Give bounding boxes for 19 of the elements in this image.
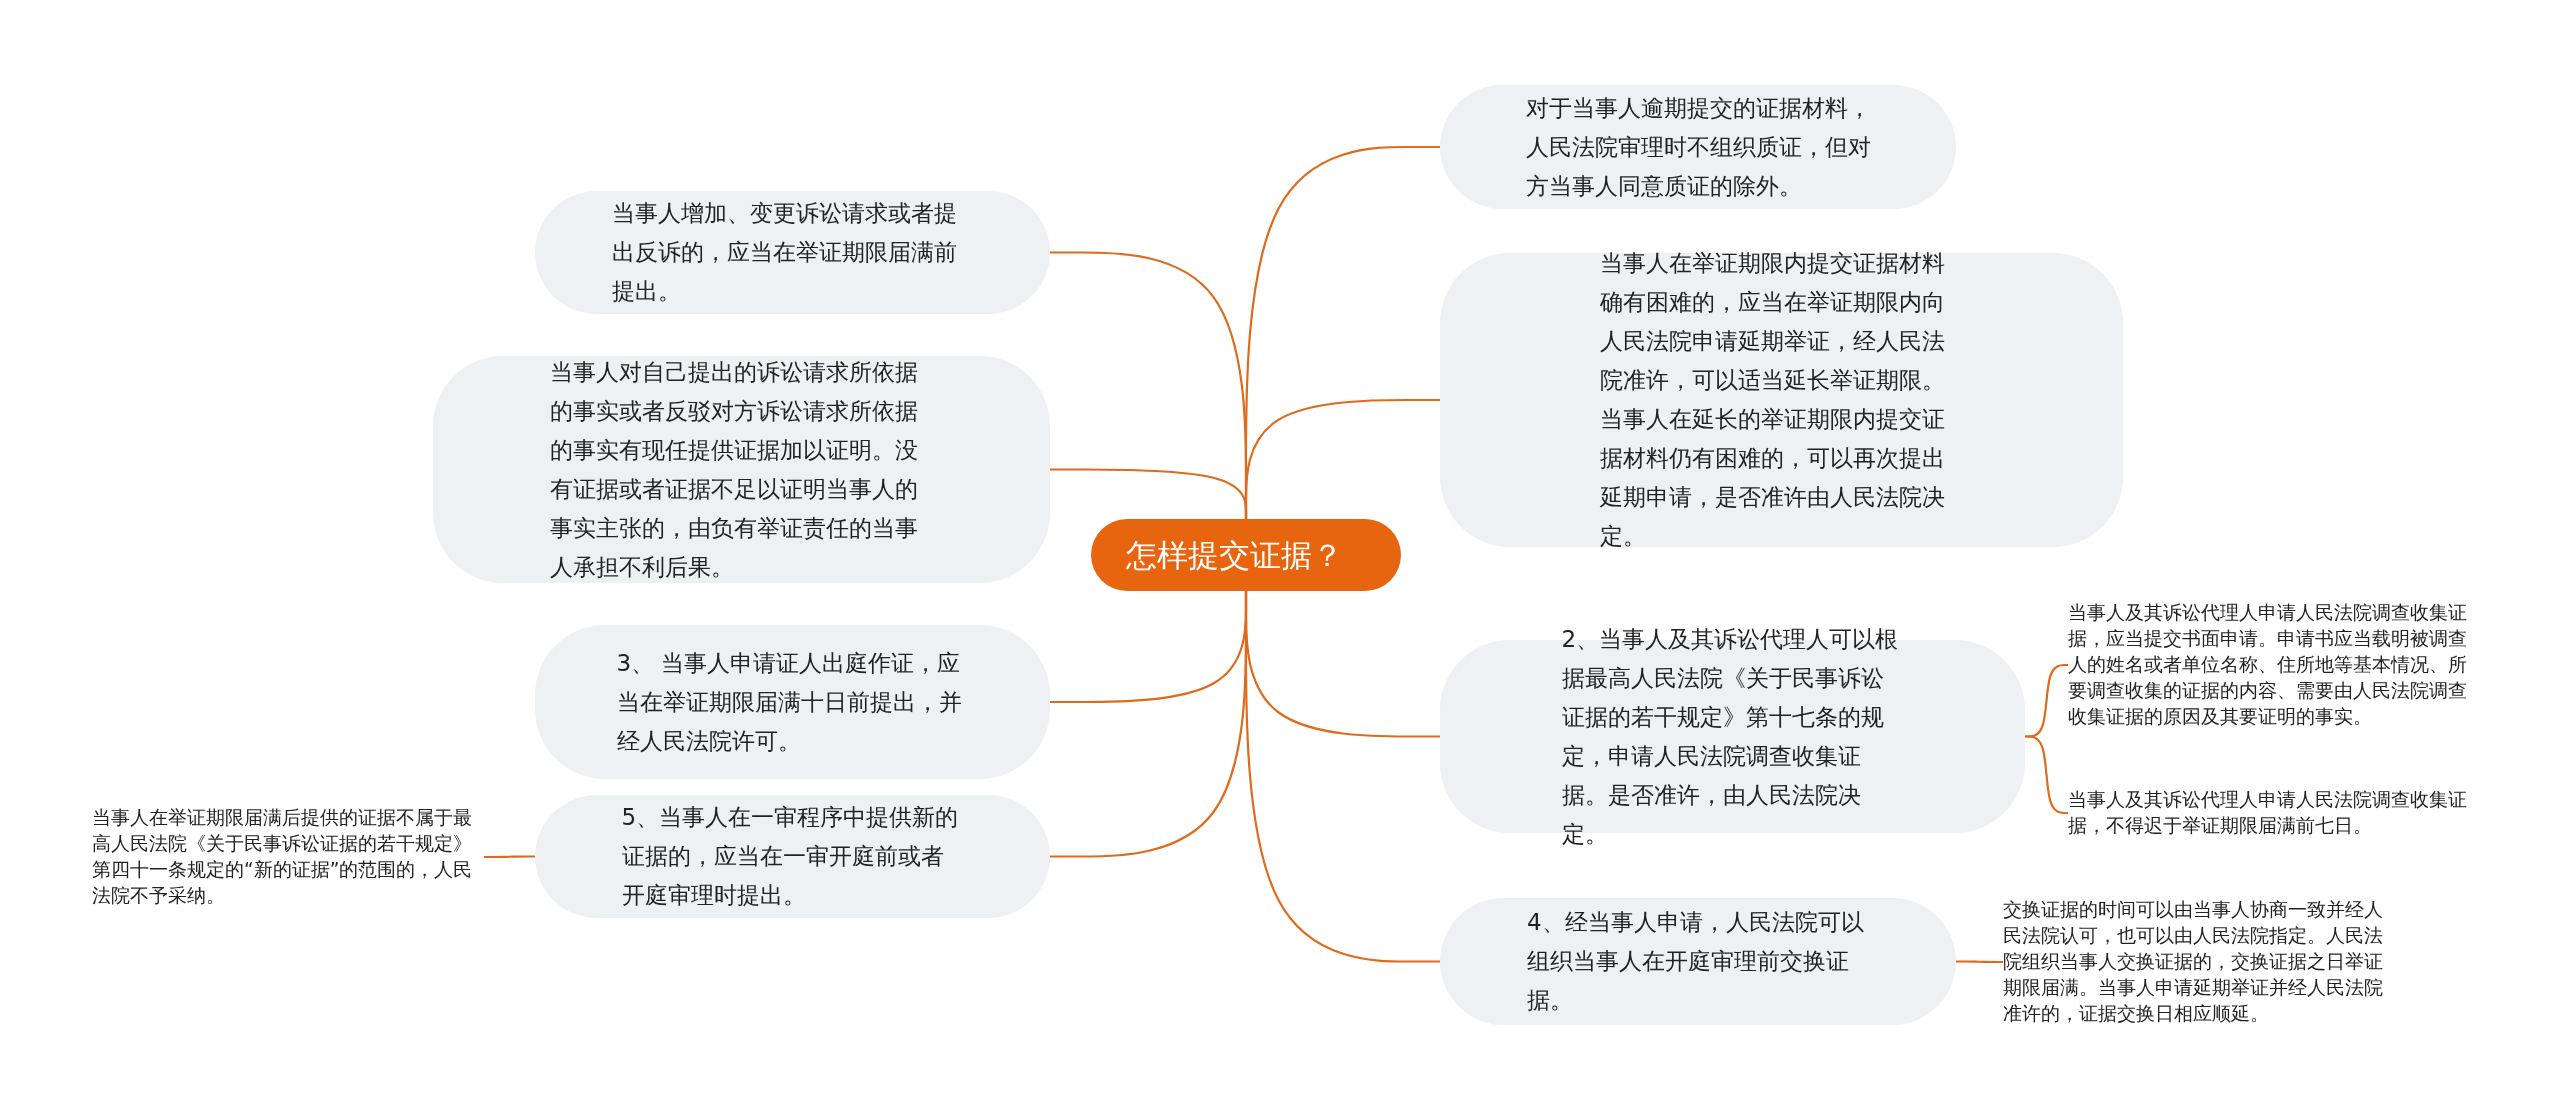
topic-text: 当事人增加、变更诉讼请求或者提出反诉的，应当在举证期限届满前提出。	[611, 199, 958, 306]
topic-text: 4、经当事人申请，人民法院可以组织当事人在开庭审理前交换证据。	[1527, 908, 1865, 1015]
connector-line	[484, 855, 535, 859]
topic-text: 对于当事人逾期提交的证据材料，人民法院审理时不组织质证，但对方当事人同意质证的除外。	[1525, 93, 1871, 201]
connector-line	[1244, 591, 1440, 963]
note-text: 当事人及其诉讼代理人申请人民法院调查收集证据，应当提交书面申请。申请书应当载明被调查人的姓名或者单位名称、住所地等基本情况、所要调查收集的证据的内容、需要由人民法院调查收集证据的原因及其要证明的事实。	[2068, 598, 2478, 732]
topic-bubble	[1440, 253, 2123, 547]
topic-text: 3、 当事人申请证人出庭作证，应当在举证期限届满十日前提出，并经人民法院许可。	[616, 648, 963, 756]
topic-bubble	[433, 356, 1050, 583]
note-text: 当事人在举证期限届满后提供的证据不属于最高人民法院《关于民事诉讼证据的若干规定》第四十一条规定的“新的证据”的范围的，人民法院不予采纳。	[92, 803, 484, 911]
central-topic-text: 怎样提交证据？	[1126, 536, 1344, 575]
note-text: 交换证据的时间可以由当事人协商一致并经人民法院认可，也可以由人民法院指定。人民法院组织当事人交换证据的，交换证据之日举证期限届满。当事人申请延期举证并经人民法院准许的，证据交换日相应顺延。	[2003, 895, 2395, 1029]
topic-text: 5、当事人在一审程序中提供新的证据的，应当在一审开庭前或者开庭审理时提出。	[621, 803, 960, 910]
connector-line	[1956, 960, 2003, 964]
note-text: 当事人及其诉讼代理人申请人民法院调查收集证据，不得迟于举证期限届满前七日。	[2068, 785, 2478, 841]
topic-text: 2、当事人及其诉讼代理人可以根据最高人民法院《关于民事诉讼证据的若干规定》第十七条的规定，申请人民法院调查收集证据。是否准许，由人民法院决定。	[1561, 624, 1900, 849]
topic-text: 当事人对自己提出的诉讼请求所依据的事实或者反驳对方诉讼请求所依据的事实有现任提供证据加以证明。没有证据或者证据不足以证明当事人的事实主张的，由负有举证责任的当事人承担不利后果。	[549, 357, 919, 582]
connector-line	[1244, 398, 1440, 519]
topic-text: 当事人在举证期限内提交证据材料确有困难的，应当在举证期限内向人民法院申请延期举证，经人民法院准许，可以适当延长举证期限。当事人在延长的举证期限内提交证据材料仍有困难的，可以再次提出延期申请，是否准许由人民法院决定。	[1599, 249, 1946, 551]
